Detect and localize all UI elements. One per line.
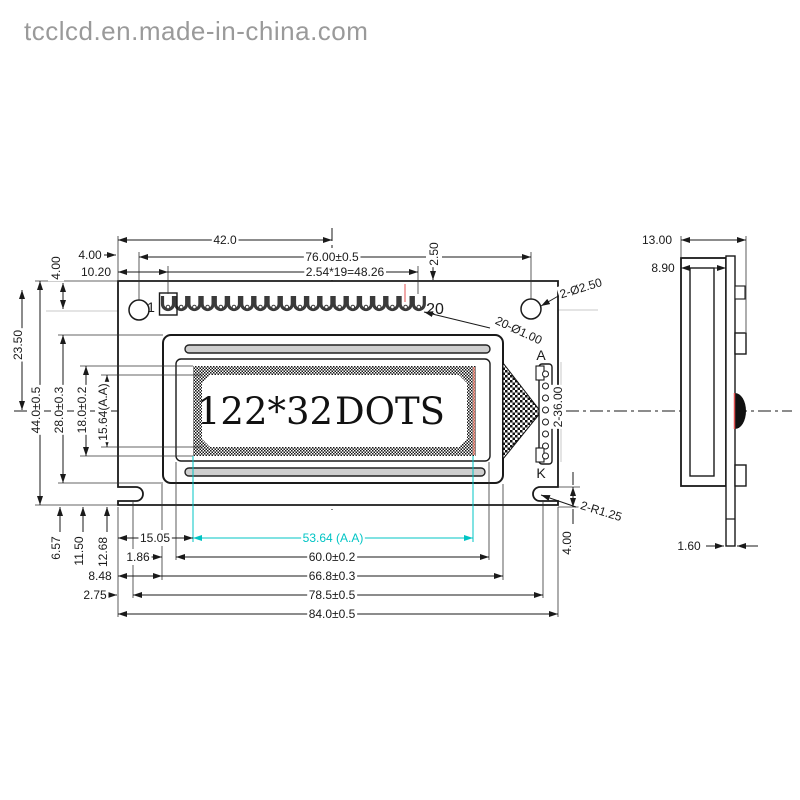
dim-text-bg bbox=[550, 384, 566, 429]
dim-text-bg bbox=[124, 549, 152, 565]
dim-1-86: 1.86 bbox=[126, 550, 150, 564]
dim-text-bg bbox=[95, 381, 111, 443]
dim-text-bg bbox=[76, 247, 104, 263]
dim-text-bg bbox=[307, 606, 358, 622]
bezel-slot-bottom bbox=[184, 467, 486, 477]
dim-8-48: 8.48 bbox=[88, 569, 112, 583]
dim-4-horizontal: 4.00 bbox=[78, 248, 102, 262]
dim-13: 13.00 bbox=[642, 233, 672, 247]
dim-text-bg bbox=[51, 384, 67, 435]
dim-text-bg bbox=[95, 535, 111, 569]
dim-text-bg bbox=[556, 273, 606, 303]
dim-6-57: 6.57 bbox=[49, 536, 63, 560]
dim-10-20: 10.20 bbox=[81, 265, 111, 279]
dim-text-bg bbox=[301, 530, 365, 546]
side-pin-header bbox=[734, 285, 746, 300]
dim-60: 60.0±0.2 bbox=[309, 550, 356, 564]
dim-text-bg bbox=[307, 568, 358, 584]
watermark-text: tcclcd.en.made-in-china.com bbox=[24, 16, 369, 46]
pin20-label: 20 bbox=[426, 301, 444, 318]
dim-active-area: 53.64 (A.A) bbox=[303, 531, 364, 545]
dim-text-bg bbox=[28, 384, 44, 435]
dim-text-bg bbox=[675, 538, 703, 554]
display-text-left: 122*32 bbox=[197, 390, 333, 433]
dimension-texts: 42.0 76.00±0.5 10.20 2.54*19=48.26 4.00 … bbox=[10, 232, 703, 622]
dim-15-05: 15.05 bbox=[140, 531, 170, 545]
dim-28: 28.0±0.3 bbox=[52, 386, 66, 433]
dim-text-bg bbox=[48, 254, 64, 282]
mounting-hole-left bbox=[128, 299, 150, 321]
dim-text-bg bbox=[79, 264, 113, 280]
pin1-label: 1 bbox=[147, 299, 155, 315]
dim-2-50: 2.50 bbox=[427, 242, 441, 266]
dim-text-bg bbox=[138, 530, 172, 546]
dim-text-bg bbox=[81, 587, 109, 603]
dim-66-8: 66.8±0.3 bbox=[309, 569, 356, 583]
dim-84: 84.0±0.5 bbox=[309, 607, 356, 621]
dim-text-bg bbox=[10, 328, 26, 362]
dim-1-60: 1.60 bbox=[677, 539, 701, 553]
dim-15-64: 15.64(A.A) bbox=[96, 383, 110, 440]
dim-text-bg bbox=[559, 529, 575, 557]
backlight-wedge bbox=[502, 361, 542, 461]
dim-notch-radius: 2-R1.25 bbox=[579, 498, 624, 524]
dim-76: 76.00±0.5 bbox=[305, 250, 359, 264]
bezel-slot-top bbox=[184, 344, 491, 354]
dim-text-bg bbox=[307, 549, 358, 565]
dim-4-vertical: 4.00 bbox=[49, 256, 63, 280]
dim-pin-pitch: 2.54*19=48.26 bbox=[306, 265, 385, 279]
led-connector bbox=[535, 363, 553, 465]
cathode-label: K bbox=[536, 465, 546, 481]
dim-text-bg bbox=[649, 260, 677, 276]
dim-text-bg bbox=[303, 249, 361, 265]
anode-label: A bbox=[536, 347, 546, 363]
dim-18: 18.0±0.2 bbox=[75, 386, 89, 433]
side-module-bezel bbox=[689, 267, 715, 477]
side-led-dome bbox=[735, 393, 746, 429]
mounting-hole-right bbox=[520, 298, 542, 320]
dim-text-bg bbox=[211, 232, 239, 248]
dim-led-span: 2-36.00 bbox=[551, 386, 565, 427]
display-text-right: DOTS bbox=[335, 390, 445, 433]
dim-mount-holes: 2-Ø2.50 bbox=[558, 275, 604, 301]
dim-text-bg bbox=[307, 587, 358, 603]
side-view bbox=[680, 255, 747, 547]
dim-text-bg bbox=[48, 534, 64, 562]
side-pcb bbox=[725, 255, 736, 547]
side-tab-top bbox=[734, 332, 747, 355]
dim-23-50: 23.50 bbox=[11, 330, 25, 360]
dim-78-5: 78.5±0.5 bbox=[309, 588, 356, 602]
dim-4-right: 4.00 bbox=[560, 531, 574, 555]
dim-text-bg bbox=[640, 232, 674, 248]
dim-text-bg bbox=[86, 568, 114, 584]
dim-8-90: 8.90 bbox=[651, 261, 675, 275]
dim-text-bg bbox=[491, 311, 547, 349]
side-tab-bottom bbox=[734, 464, 747, 487]
dim-text-bg bbox=[71, 534, 87, 568]
dim-text-bg bbox=[426, 240, 442, 268]
viewing-window bbox=[202, 375, 467, 447]
dim-12-68: 12.68 bbox=[96, 537, 110, 567]
dim-44: 44.0±0.5 bbox=[29, 386, 43, 433]
dim-11-50: 11.50 bbox=[72, 536, 86, 565]
dim-text-bg bbox=[74, 384, 90, 435]
dim-text-bg bbox=[576, 496, 626, 526]
front-view: 1 20 122*32 DOTS A bbox=[117, 280, 559, 506]
extension-lines bbox=[35, 236, 747, 617]
dim-42: 42.0 bbox=[213, 233, 237, 247]
dim-2-75: 2.75 bbox=[83, 588, 107, 602]
aa-extension-lines bbox=[192, 456, 474, 542]
dim-text-bg bbox=[304, 264, 387, 280]
